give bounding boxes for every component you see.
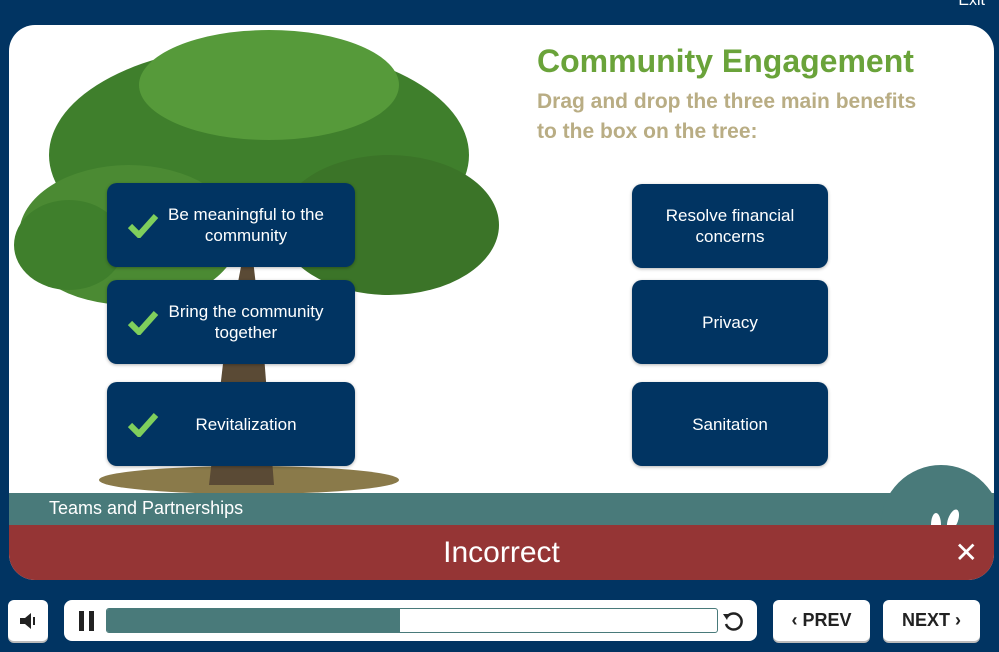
page-title: Community Engagement <box>537 43 914 79</box>
item-label: Bring the community together <box>168 302 324 342</box>
chevron-right-icon: › <box>950 610 961 630</box>
placed-item[interactable]: Be meaningful to the community <box>107 183 355 267</box>
instructions: Drag and drop the three main benefits to… <box>537 90 917 143</box>
progress-slider[interactable] <box>106 608 718 633</box>
option-label: Privacy <box>702 312 758 332</box>
drag-option[interactable]: Privacy <box>632 280 828 364</box>
feedback-label: Incorrect <box>443 536 560 569</box>
feedback-banner: Incorrect ✕ <box>9 525 994 580</box>
footer-bar: Teams and Partnerships <box>9 493 994 525</box>
pause-icon[interactable] <box>78 611 96 631</box>
chevron-left-icon: ‹ <box>791 610 803 630</box>
item-label: Be meaningful to the community <box>168 205 324 245</box>
next-label: NEXT <box>901 610 950 630</box>
prev-label: PREV <box>802 610 852 630</box>
exit-link[interactable]: Exit <box>958 0 985 9</box>
prev-button[interactable]: ‹ PREV <box>773 600 870 641</box>
placed-item[interactable]: Bring the community together <box>107 280 355 364</box>
checkmark-icon <box>127 213 159 238</box>
speaker-icon <box>20 612 35 629</box>
close-icon[interactable]: ✕ <box>954 537 978 568</box>
footer-title: Teams and Partnerships <box>49 498 244 518</box>
placed-item[interactable]: Revitalization <box>107 382 355 466</box>
volume-button[interactable] <box>8 600 48 641</box>
drag-option[interactable]: Sanitation <box>632 382 828 466</box>
replay-icon[interactable] <box>722 610 744 632</box>
option-label: Sanitation <box>692 414 768 434</box>
checkmark-icon <box>127 412 159 437</box>
playback-bar <box>64 600 757 641</box>
next-button[interactable]: NEXT › <box>883 600 980 641</box>
drag-option[interactable]: Resolve financial concerns <box>632 184 828 268</box>
progress-fill <box>107 609 400 632</box>
slide: Community Engagement Drag and drop the t… <box>9 25 994 580</box>
checkmark-icon <box>127 310 159 335</box>
option-label: Resolve financial concerns <box>665 206 795 246</box>
item-label: Revitalization <box>195 414 297 434</box>
